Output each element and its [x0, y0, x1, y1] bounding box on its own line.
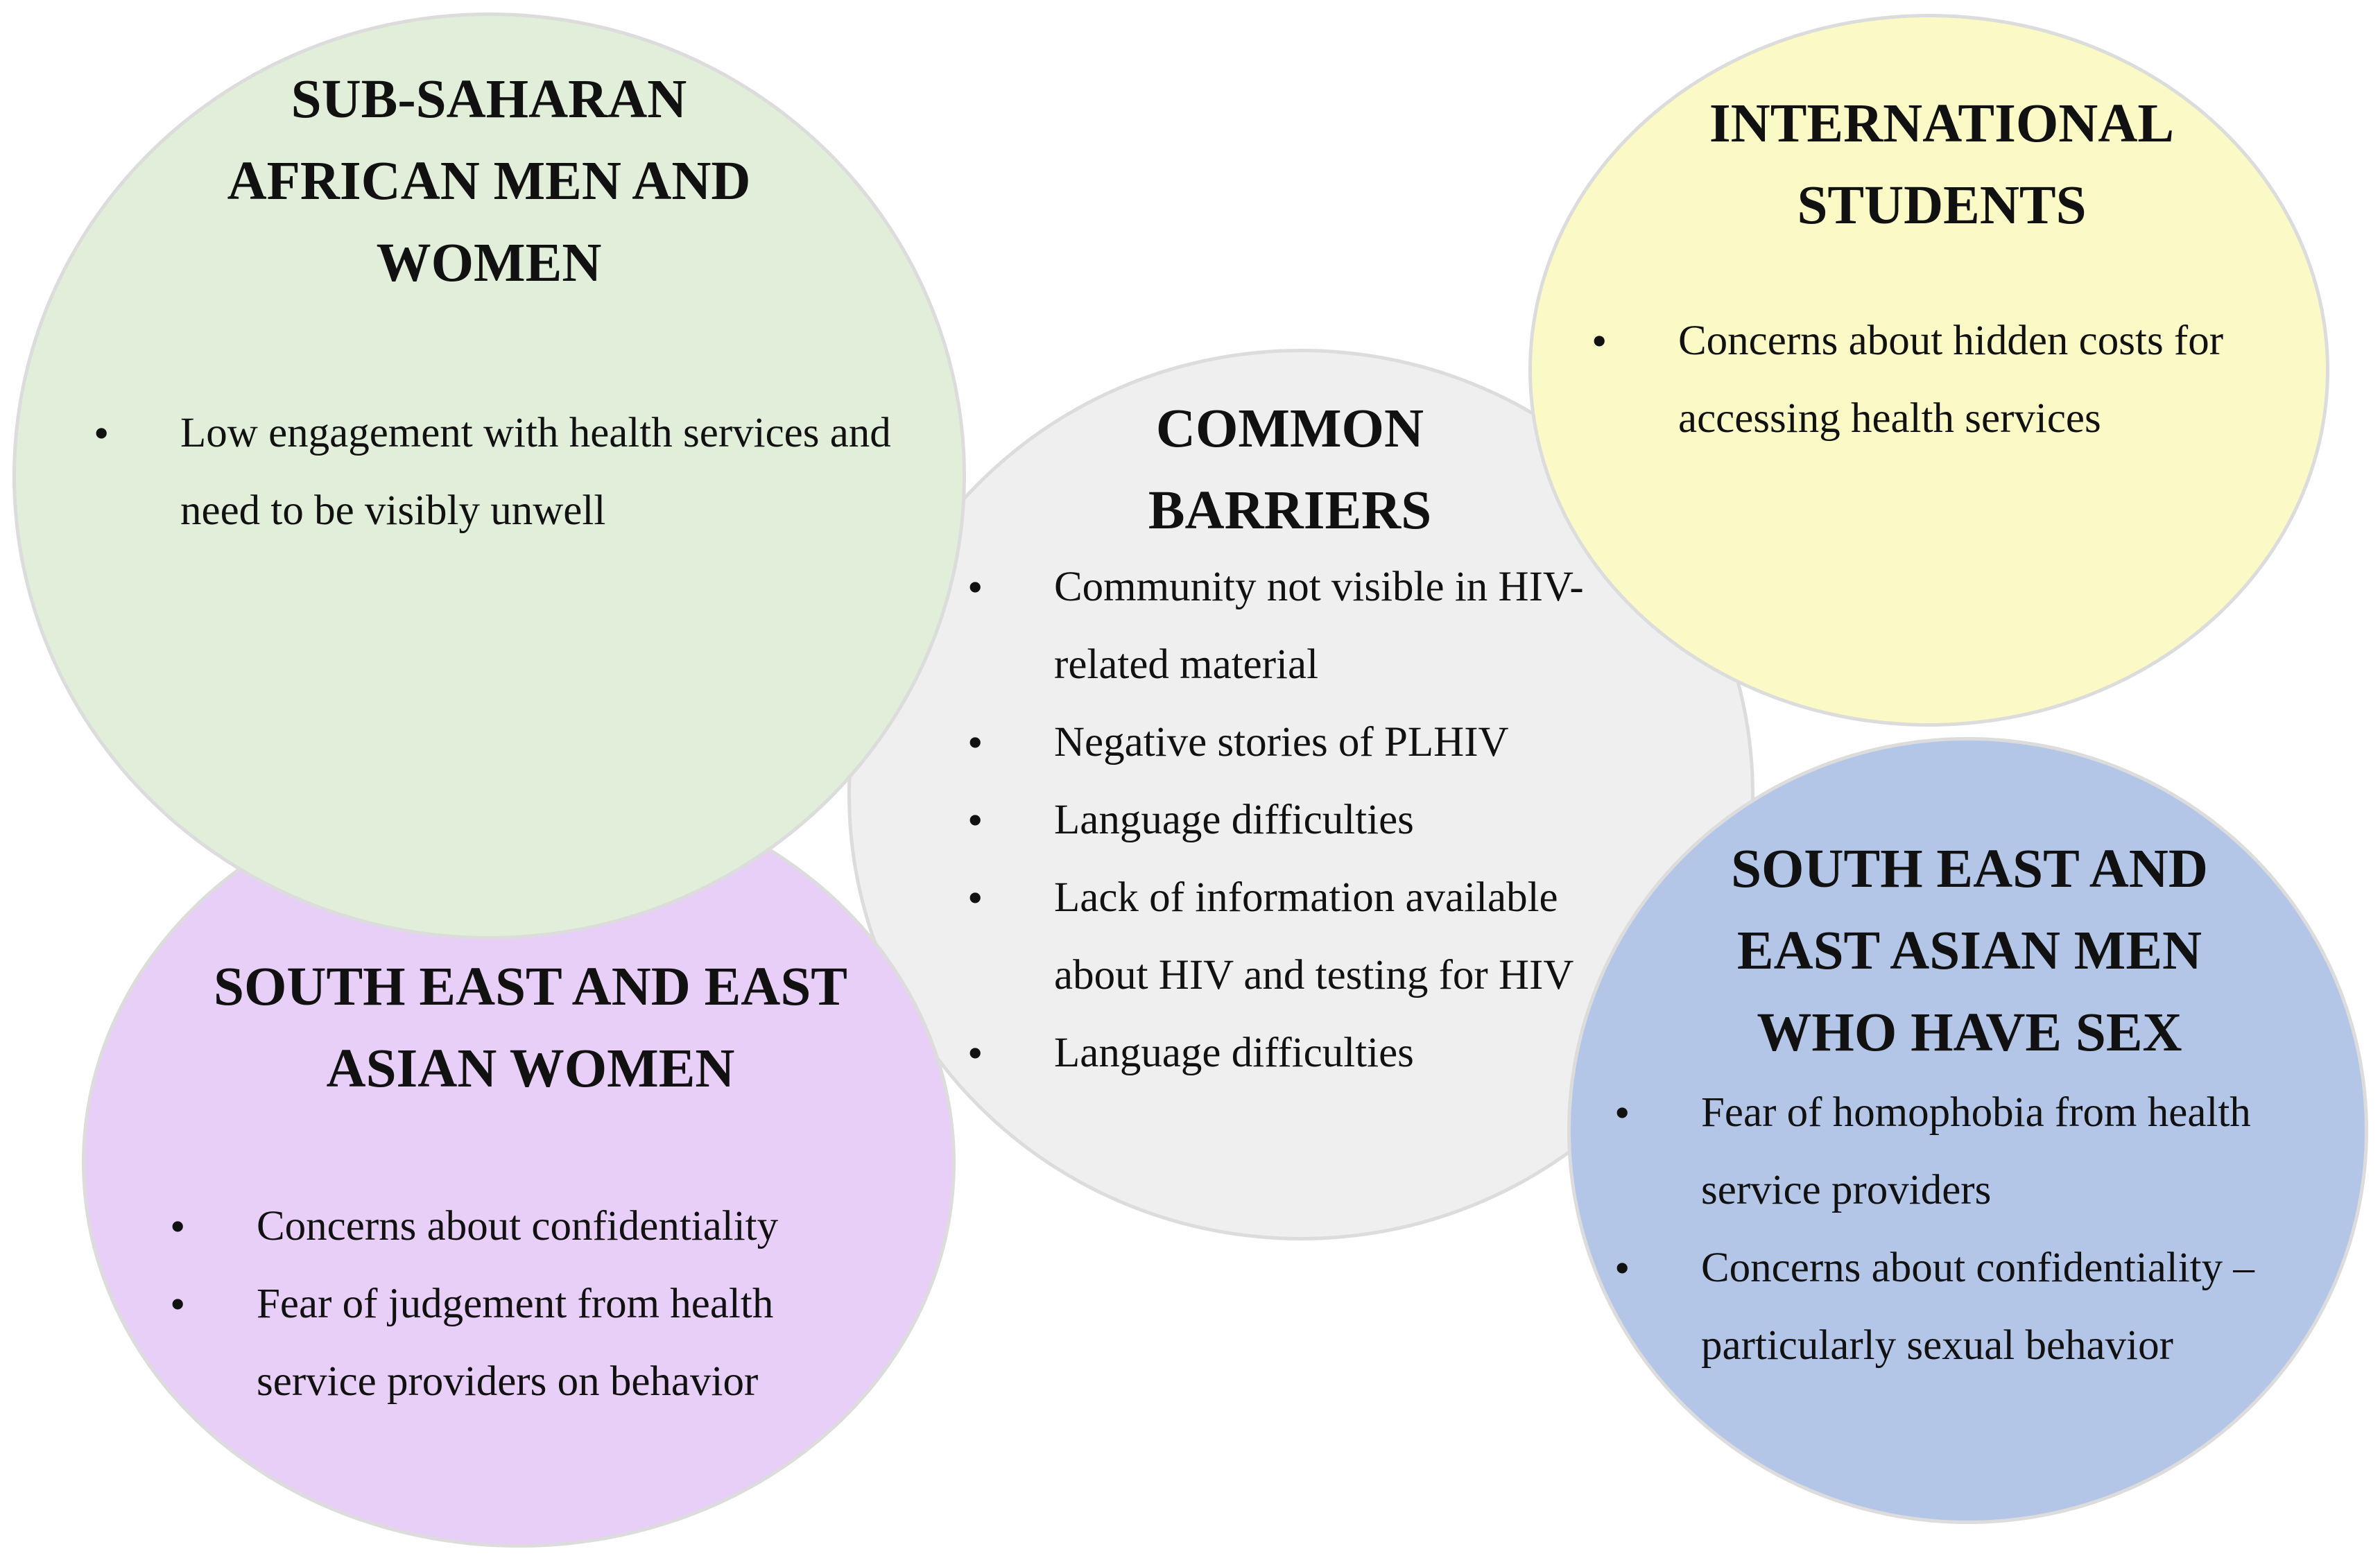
barrier-item: Language difficulties — [967, 1014, 1654, 1092]
barrier-item: Lack of information available about HIV … — [967, 859, 1654, 1014]
se-asian-women-group: SOUTH EAST AND EAST ASIAN WOMEN Concerns… — [166, 946, 895, 1421]
international-students-heading: INTERNATIONAL STUDENTS — [1595, 83, 2288, 247]
heading-line: BARRIERS — [1148, 481, 1432, 541]
barrier-item: Concerns about confidentiality – particu… — [1614, 1229, 2349, 1385]
heading-line: COMMON — [1155, 399, 1424, 459]
se-asian-msm-barrier-list: Fear of homophobia from health service p… — [1614, 1074, 2349, 1385]
heading-line: ASIAN WOMEN — [326, 1039, 735, 1099]
heading-line: INTERNATIONAL — [1709, 94, 2175, 154]
sub-saharan-group: SUB-SAHARAN AFRICAN MEN AND WOMEN Low en… — [90, 59, 891, 550]
international-students-group: INTERNATIONAL STUDENTS Concerns about hi… — [1592, 83, 2288, 458]
heading-line: WHO HAVE SEX — [1757, 1003, 2182, 1063]
heading-line: WOMEN — [376, 233, 602, 293]
common-barriers-list: Community not visible in HIV-related mat… — [967, 548, 1654, 1092]
se-asian-msm-group: SOUTH EAST AND EAST ASIAN MEN WHO HAVE S… — [1614, 829, 2351, 1385]
heading-line: SUB-SAHARAN — [291, 69, 687, 130]
se-asian-women-heading: SOUTH EAST AND EAST ASIAN WOMEN — [166, 946, 895, 1110]
se-asian-msm-heading: SOUTH EAST AND EAST ASIAN MEN WHO HAVE S… — [1623, 829, 2316, 1074]
heading-line: STUDENTS — [1797, 175, 2087, 236]
se-asian-women-barrier-list: Concerns about confidentiality Fear of j… — [170, 1188, 863, 1421]
barrier-item: Low engagement with health services and … — [94, 395, 926, 550]
sub-saharan-heading: SUB-SAHARAN AFRICAN MEN AND WOMEN — [90, 59, 888, 304]
barrier-item: Fear of homophobia from health service p… — [1614, 1074, 2349, 1229]
barrier-item: Community not visible in HIV-related mat… — [967, 548, 1654, 704]
heading-line: AFRICAN MEN AND — [227, 151, 751, 211]
barrier-item: Concerns about hidden costs for accessin… — [1592, 302, 2278, 458]
heading-line: SOUTH EAST AND EAST — [214, 957, 847, 1017]
barrier-item: Negative stories of PLHIV — [967, 704, 1654, 781]
barrier-item: Language difficulties — [967, 781, 1654, 859]
heading-line: SOUTH EAST AND — [1731, 839, 2208, 899]
international-students-barrier-list: Concerns about hidden costs for accessin… — [1592, 302, 2278, 458]
common-barriers-group: COMMON BARRIERS Community not visible in… — [967, 388, 1668, 1092]
barrier-item: Concerns about confidentiality — [170, 1188, 863, 1265]
barrier-item: Fear of judgement from health service pr… — [170, 1265, 863, 1421]
heading-line: EAST ASIAN MEN — [1736, 921, 2202, 981]
common-barriers-heading: COMMON BARRIERS — [988, 388, 1592, 552]
sub-saharan-barrier-list: Low engagement with health services and … — [94, 395, 926, 550]
